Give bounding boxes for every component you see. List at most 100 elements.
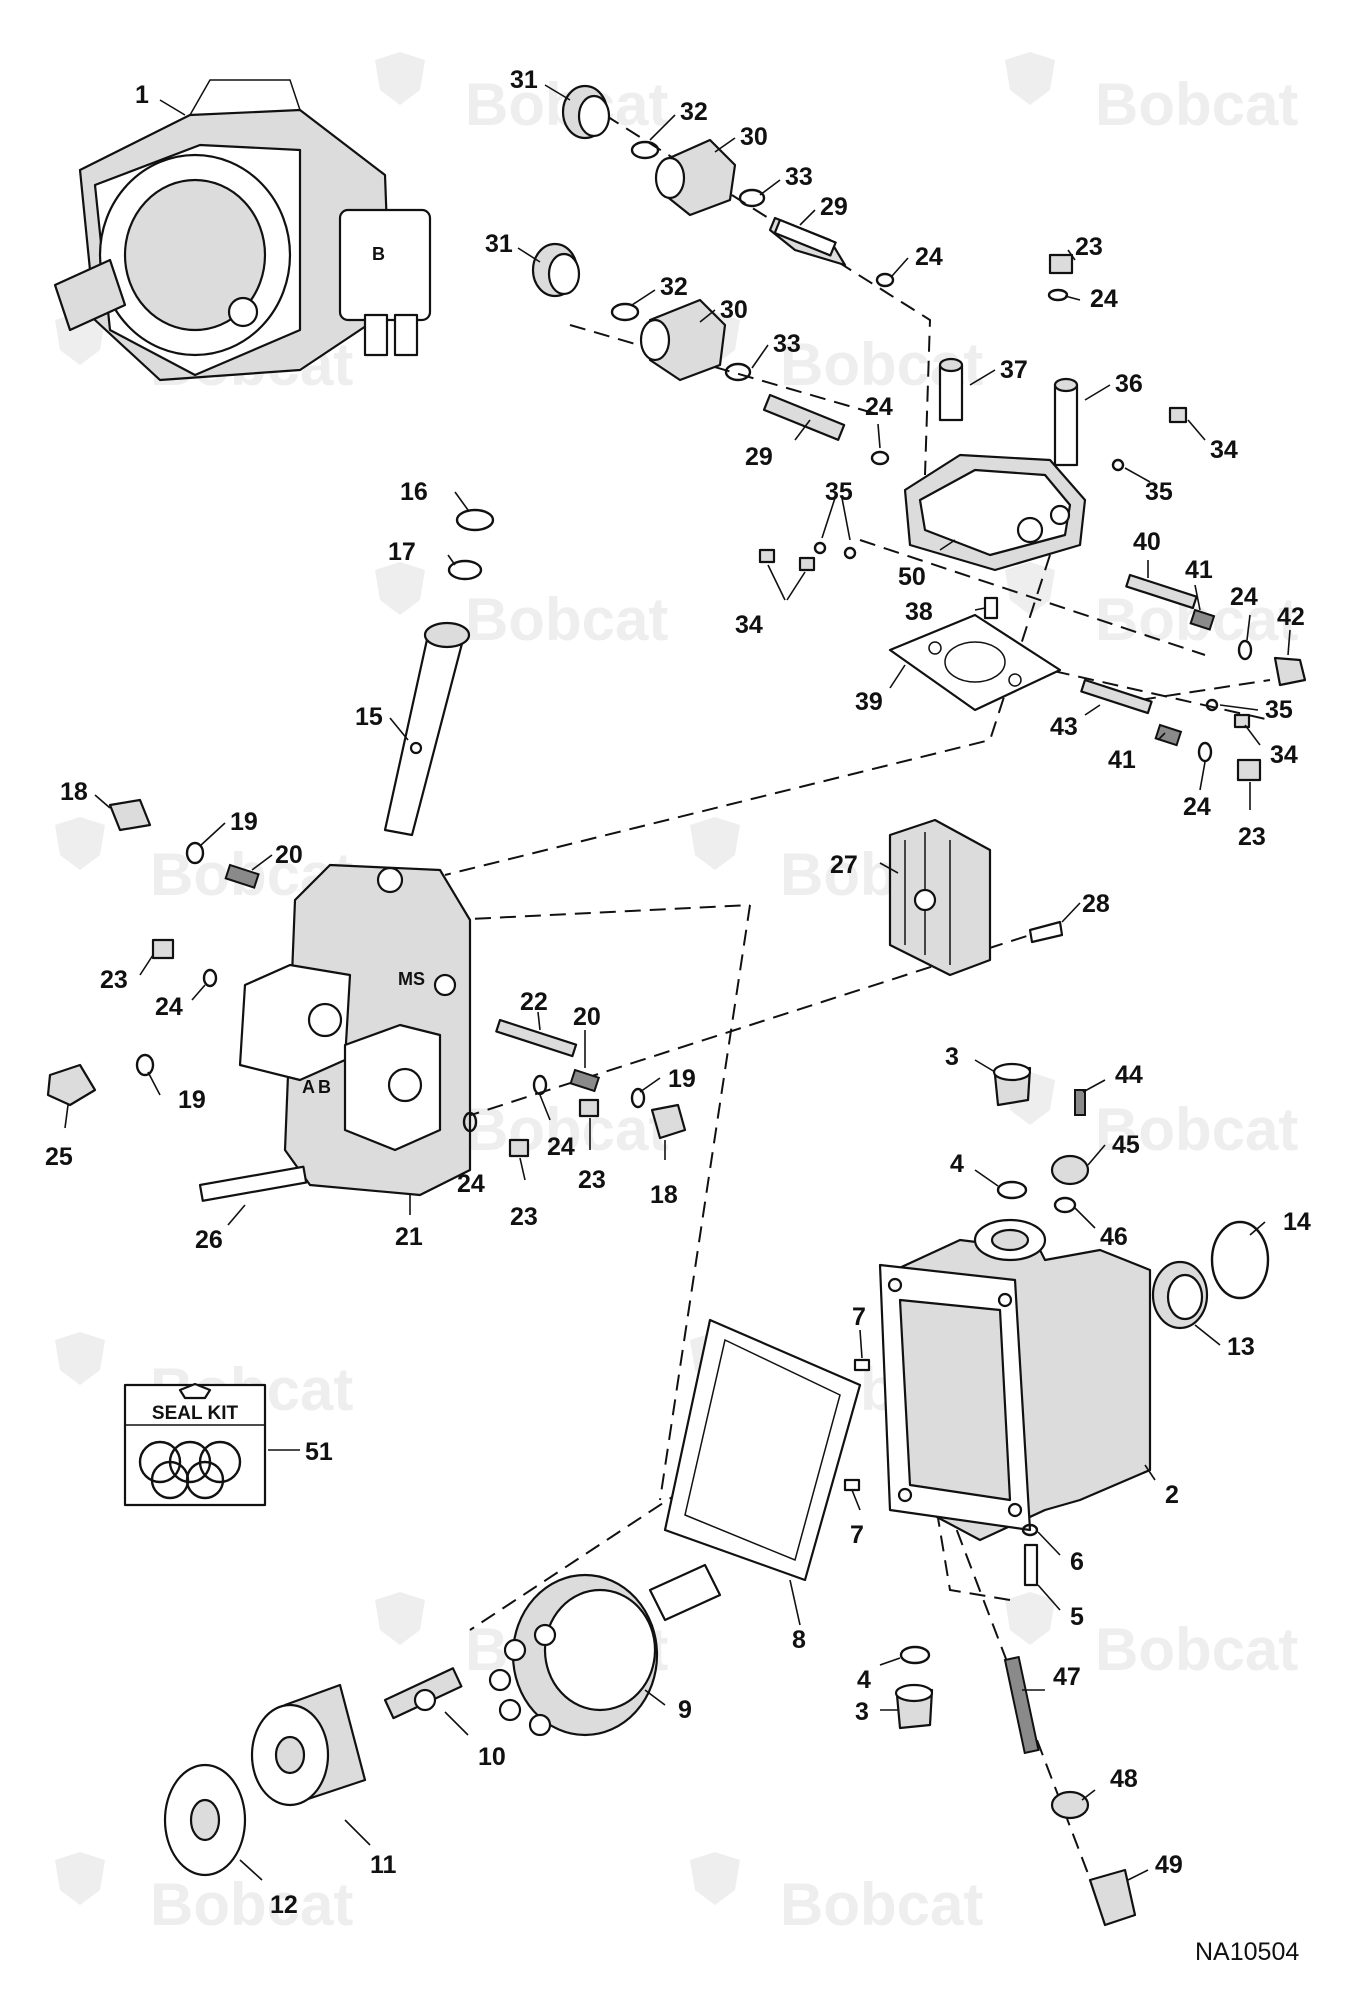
callout-number: 46 (1100, 1223, 1128, 1251)
o-ring-part (135, 1053, 155, 1077)
callout-number: 37 (1000, 356, 1028, 384)
spring-part (569, 1068, 601, 1093)
callout-number: 16 (400, 478, 428, 506)
callout-number: 7 (850, 1521, 864, 1549)
callout-number: 24 (457, 1170, 485, 1198)
callout-number: 32 (660, 273, 688, 301)
plug-part (578, 1098, 600, 1118)
watermark-text: Bobcat (1095, 71, 1298, 138)
watermark-logo: Bobcat (375, 562, 668, 653)
o-ring-part (532, 1074, 548, 1096)
callout-number: 24 (1230, 583, 1258, 611)
spring-part (224, 863, 260, 889)
callout-number: 29 (745, 443, 773, 471)
shaft-seal-part (1151, 1260, 1209, 1330)
valve-plate-part (163, 1763, 247, 1877)
callout-number: 32 (680, 98, 708, 126)
watermark-logo: Bobcat (55, 1852, 353, 1938)
callout-number: 8 (792, 1626, 806, 1654)
ball-part (813, 541, 857, 560)
watermark-text: Bobcat (465, 586, 668, 653)
watermark-text: Bobcat (465, 1096, 668, 1163)
gasket-part (888, 613, 1062, 712)
callout-number: 47 (1053, 1663, 1081, 1691)
callout-number: 45 (1112, 1131, 1140, 1159)
valve-spool-part (768, 216, 847, 267)
callout-number: 2 (1165, 1481, 1179, 1509)
callout-number: 4 (857, 1666, 871, 1694)
plug-part (992, 1062, 1032, 1107)
drawing-reference: NA10504 (1195, 1938, 1299, 1966)
roller-cage-part (531, 242, 581, 298)
watermark-logo: Bobcat (690, 1852, 983, 1938)
callout-number: 38 (905, 598, 933, 626)
callout-layer: 1 31 32 30 33 29 24 31 32 30 33 29 24 23… (45, 66, 1311, 1919)
callout-number: 6 (1070, 1548, 1084, 1576)
o-ring-part (202, 968, 218, 988)
housing-gasket-part (663, 1318, 862, 1582)
valve-spool-part (495, 1018, 578, 1058)
cover-part (888, 818, 992, 977)
callout-number: 11 (370, 1851, 397, 1879)
hex-plug-part (1273, 656, 1307, 687)
callout-number: 33 (785, 163, 813, 191)
port-label: B (318, 1077, 331, 1097)
spring-part (1154, 723, 1183, 747)
callout-number: 24 (865, 393, 893, 421)
cylinder-tube-part (383, 621, 471, 837)
callout-number: 5 (1070, 1603, 1084, 1631)
spring-part (1189, 608, 1216, 631)
callout-number: 9 (678, 1696, 692, 1724)
socket-screw-part (938, 357, 964, 422)
motor-assembly-part: B (53, 79, 432, 382)
cap-part (1050, 1154, 1090, 1186)
control-block-part (903, 453, 1087, 572)
watermark-text: Bobcat (1095, 1096, 1298, 1163)
lock-nut-part (1050, 1790, 1090, 1820)
watermark-logo: Bobcat (375, 52, 668, 138)
o-ring-part (455, 508, 495, 532)
callout-number: 34 (1210, 436, 1238, 464)
callout-number: 7 (852, 1303, 866, 1331)
ball-part (1205, 698, 1219, 712)
o-ring-part (1053, 1196, 1077, 1214)
cylinder-block-part (250, 1683, 367, 1807)
callout-number: 20 (573, 1003, 601, 1031)
callout-number: 35 (825, 478, 853, 506)
callout-number: 24 (1183, 793, 1211, 821)
valve-spool-part (1125, 573, 1198, 610)
port-label: A (302, 1077, 315, 1097)
callout-number: 35 (1265, 696, 1293, 724)
callout-number: 49 (1155, 1851, 1183, 1879)
valve-sleeve-part (639, 298, 727, 382)
watermark-logo: Bobcat (1005, 1072, 1298, 1163)
plug-part (758, 548, 816, 572)
screw-part (1023, 1543, 1039, 1587)
callout-number: 41 (1185, 556, 1213, 584)
control-housing-part: A B MS (238, 863, 472, 1197)
plug-part (1047, 253, 1074, 302)
callout-number: 34 (1270, 741, 1298, 769)
washer-part (1021, 1523, 1039, 1537)
callout-number: 34 (735, 611, 763, 639)
hex-plug-part (650, 1103, 687, 1140)
hex-plug-part (108, 798, 152, 832)
callout-number: 18 (60, 778, 88, 806)
seal-kit-box: SEAL KIT 51 (123, 1382, 333, 1507)
callout-number: 28 (1082, 890, 1110, 918)
threaded-stud-part (1003, 1655, 1040, 1755)
seal-kit-title: SEAL KIT (152, 1403, 239, 1424)
dowel-pin-part (843, 1478, 861, 1492)
dowel-pin-part (853, 1358, 871, 1372)
callout-number: 23 (510, 1203, 538, 1231)
callout-number: 29 (820, 193, 848, 221)
callout-number: 27 (830, 851, 858, 879)
callout-number: 13 (1227, 1333, 1255, 1361)
o-ring-part (738, 188, 766, 208)
leader-lines (64, 84, 1291, 1881)
callout-number: 10 (478, 1743, 506, 1771)
callout-number: 19 (668, 1065, 696, 1093)
callout-number: 26 (195, 1226, 223, 1254)
callout-number: 23 (578, 1166, 606, 1194)
